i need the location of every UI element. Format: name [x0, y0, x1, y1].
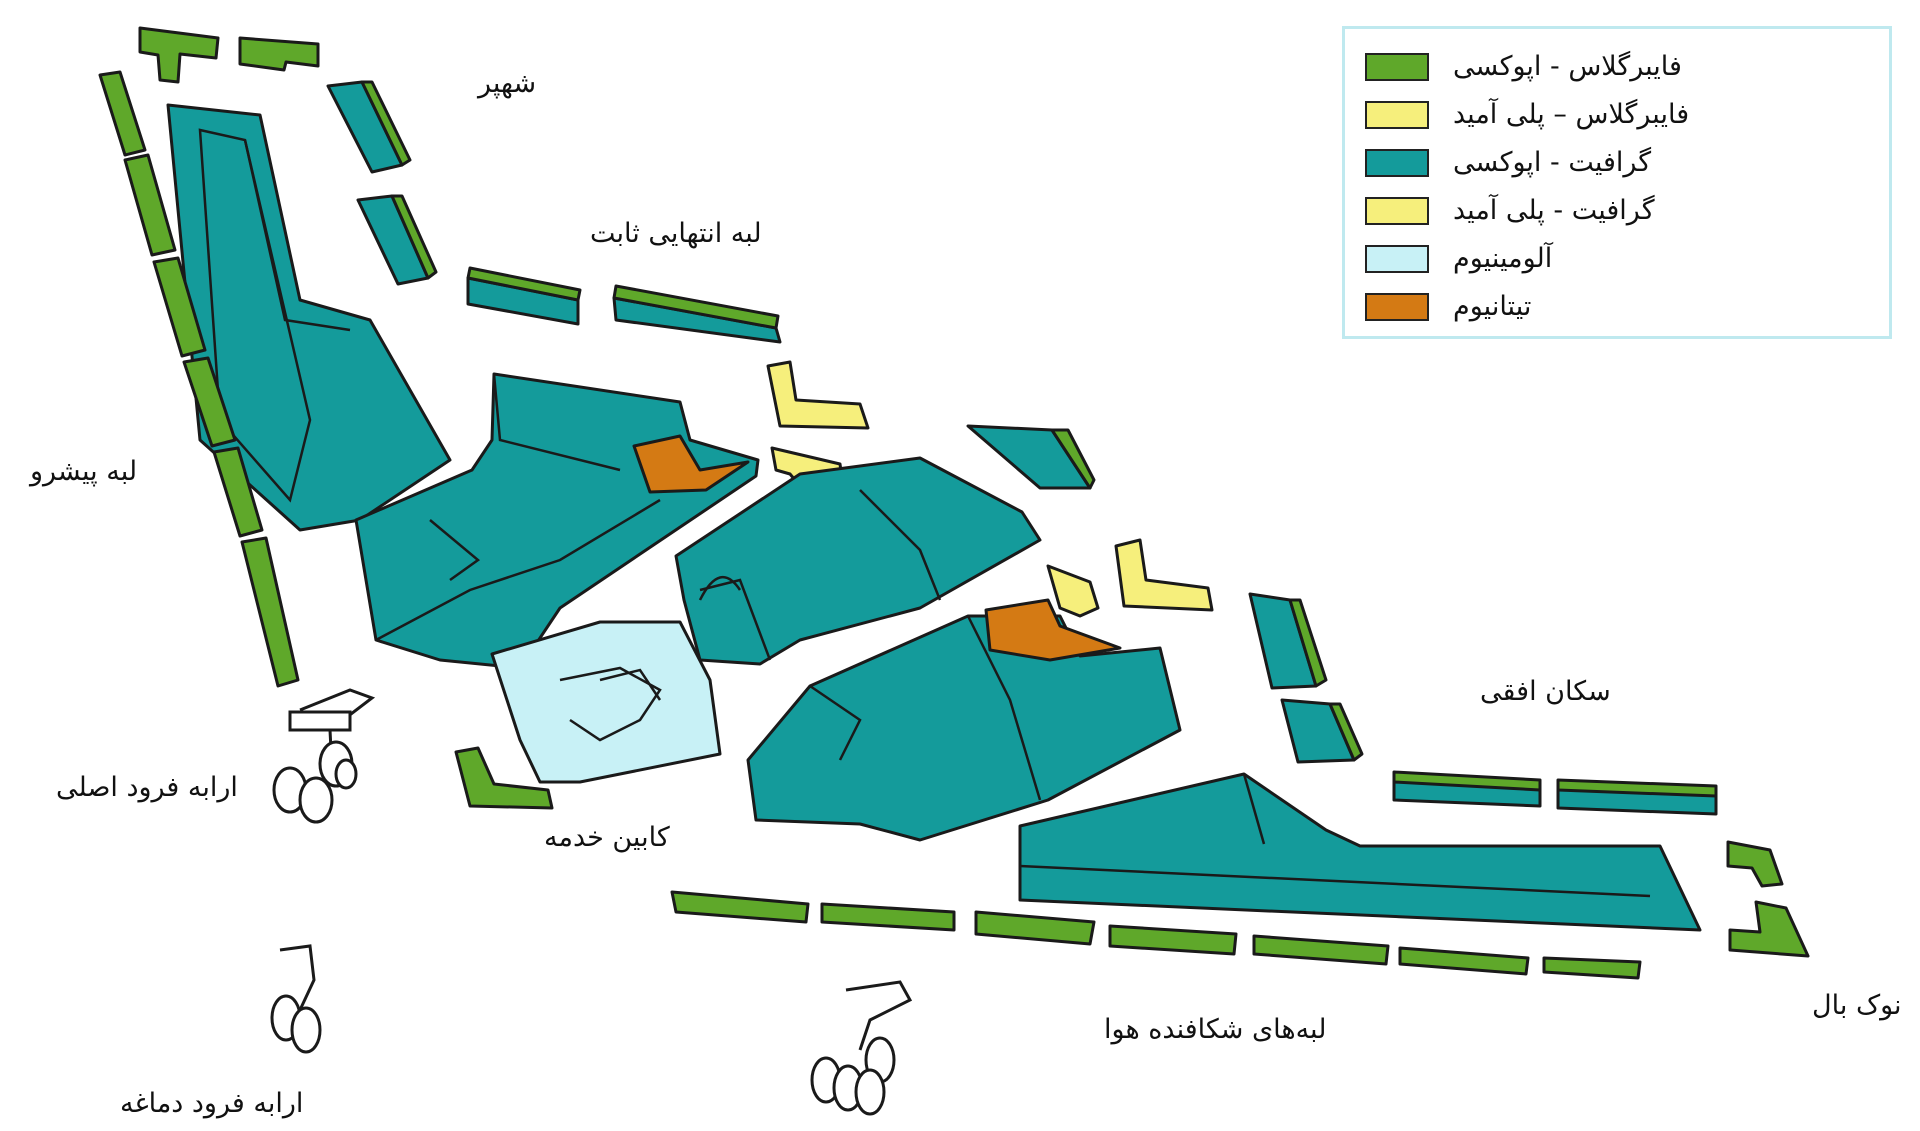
label-wing-tip: نوک بال: [1812, 990, 1902, 1021]
legend-swatch: [1365, 293, 1429, 321]
legend-label: گرافیت - اپوکسی: [1453, 147, 1652, 178]
legend-item: فایبرگلاس – پلی آمید: [1365, 95, 1865, 135]
main-gear-drawing: [272, 688, 376, 824]
polyamide-parts: [766, 360, 1214, 618]
center-fuselage: [674, 456, 1042, 666]
aluminum-cabin: [490, 620, 722, 784]
legend-swatch: [1365, 149, 1429, 177]
lower-right-panel: [1018, 772, 1702, 932]
material-legend: فایبرگلاس - اپوکسی فایبرگلاس – پلی آمید …: [1342, 26, 1892, 339]
legend-swatch: [1365, 245, 1429, 273]
legend-swatch: [1365, 101, 1429, 129]
right-wing-assembly: [746, 598, 1182, 842]
label-airbrake-edges: لبه‌های شکافنده هوا: [1104, 1014, 1327, 1045]
legend-label: آلومینیوم: [1453, 243, 1553, 274]
legend-item: فایبرگلاس - اپوکسی: [1365, 47, 1865, 87]
label-trailing-edge: لبه انتهایی ثابت: [590, 218, 762, 249]
label-nose-gear: ارابه فرود دماغه: [120, 1088, 304, 1119]
label-service-cabin: کابین خدمه: [544, 822, 670, 853]
legend-swatch: [1365, 197, 1429, 225]
legend-item: آلومینیوم: [1365, 239, 1865, 279]
cabin-bracket: [454, 746, 554, 810]
fin-strips: [326, 80, 438, 286]
legend-label: تیتانیوم: [1453, 291, 1532, 322]
legend-item: گرافیت - اپوکسی: [1365, 143, 1865, 183]
fin-graphite-panel: [166, 103, 452, 532]
legend-item: گرافیت - پلی آمید: [1365, 191, 1865, 231]
label-leading-edge: لبه پیشرو: [30, 456, 138, 487]
label-main-gear: ارابه فرود اصلی: [56, 772, 238, 803]
wing-tip-brackets: [1726, 840, 1810, 958]
label-horizontal-stabilizer: سکان افقی: [1480, 676, 1611, 707]
legend-label: گرافیت - پلی آمید: [1453, 195, 1655, 226]
legend-label: فایبرگلاس - اپوکسی: [1453, 51, 1682, 82]
leading-edge-strips: [98, 70, 300, 688]
legend-item: تیتانیوم: [1365, 287, 1865, 327]
rear-gear-drawing: [810, 980, 913, 1116]
top-edge-brackets: [138, 26, 320, 84]
horizontal-stabilizer-strips: [1392, 770, 1718, 816]
label-fin: شهپر: [478, 68, 537, 99]
legend-label: فایبرگلاس – پلی آمید: [1453, 99, 1690, 130]
trailing-edge-strips: [466, 266, 782, 344]
legend-swatch: [1365, 53, 1429, 81]
airbrake-strips: [670, 890, 1642, 980]
nose-gear-drawing: [270, 944, 322, 1054]
stabilizer-strips: [966, 424, 1364, 764]
